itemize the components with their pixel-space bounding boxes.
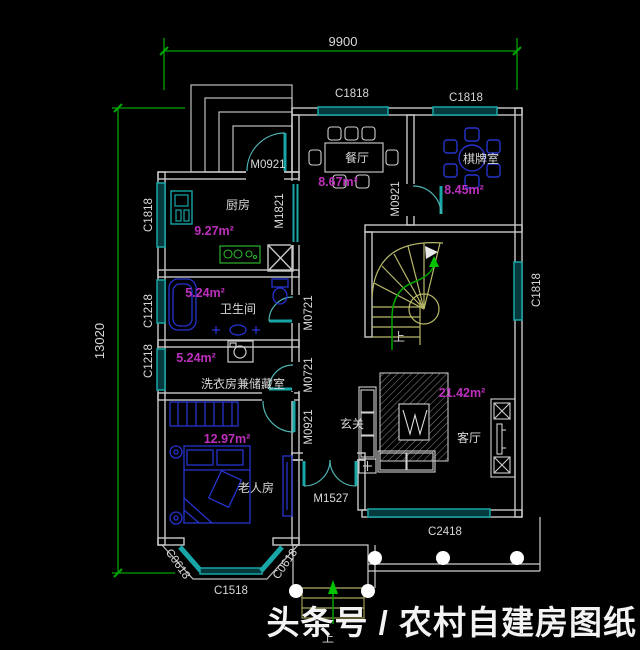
area-label-laundry: 5.24m² — [176, 351, 216, 365]
opening-label-door-bedroom: M0921 — [303, 409, 315, 444]
bay-window — [161, 544, 299, 580]
furniture-bathroom — [168, 278, 289, 336]
room-label-kitchen: 厨房 — [226, 197, 250, 212]
opening-label-door-dining-card: M0921 — [390, 181, 402, 216]
opening-label-door-kitchen-exterior: M0921 — [250, 159, 285, 171]
porch-up-label: 上 — [322, 631, 334, 645]
opening-label-window-laundry-west: C1218 — [143, 344, 155, 378]
room-label-bathroom: 卫生间 — [220, 302, 256, 316]
opening-label-door-main: M1527 — [313, 493, 348, 505]
dim-total-height: 13020 — [92, 323, 107, 359]
stairs — [371, 242, 444, 350]
wall-openings — [246, 170, 415, 461]
furniture-kitchen — [170, 190, 261, 264]
opening-label-door-laundry: M0721 — [303, 357, 315, 392]
room-label-living: 客厅 — [457, 430, 481, 445]
area-label-living: 21.42m² — [439, 386, 486, 400]
room-label-foyer: 玄关 — [340, 416, 364, 431]
area-label-bedroom: 12.97m² — [204, 432, 251, 446]
room-label-bedroom: 老人房 — [238, 480, 274, 495]
room-label-laundry: 洗衣房兼储藏室 — [201, 376, 285, 391]
dimension-lines — [112, 38, 522, 578]
area-label-bathroom: 5.24m² — [185, 286, 225, 300]
opening-label-window-stair-east: C1818 — [531, 273, 543, 307]
stairs-up-label: 上 — [393, 330, 405, 344]
furniture-bedroom — [169, 401, 293, 525]
area-label-card: 8.45m² — [444, 183, 484, 197]
doors — [246, 132, 443, 487]
opening-label-window-top-right: C1818 — [449, 92, 483, 104]
area-label-dining: 8.67m² — [318, 175, 358, 189]
opening-label-window-kitchen-west: C1818 — [143, 198, 155, 232]
dim-total-width: 9900 — [329, 34, 358, 49]
opening-label-window-bath-west: C1218 — [143, 294, 155, 328]
watermark-text: 头条号 / 农村自建房图纸 — [266, 604, 637, 641]
walls — [157, 107, 523, 546]
opening-label-window-living-south: C2418 — [428, 526, 462, 538]
room-label-card: 棋牌室 — [463, 151, 499, 166]
opening-label-window-top-left: C1818 — [335, 88, 369, 100]
furniture-living — [358, 372, 516, 478]
area-label-kitchen: 9.27m² — [194, 224, 234, 238]
opening-label-door-bathroom: M0721 — [303, 295, 315, 330]
room-label-dining: 餐厅 — [345, 150, 369, 165]
windows — [156, 106, 523, 518]
opening-label-window-bay-center: C1518 — [214, 585, 248, 597]
furniture-dining — [308, 126, 399, 189]
porch — [289, 517, 541, 624]
furniture-card-room — [443, 127, 501, 189]
opening-label-door-kitchen-dining: M1821 — [274, 193, 286, 228]
furniture-laundry — [227, 340, 254, 363]
